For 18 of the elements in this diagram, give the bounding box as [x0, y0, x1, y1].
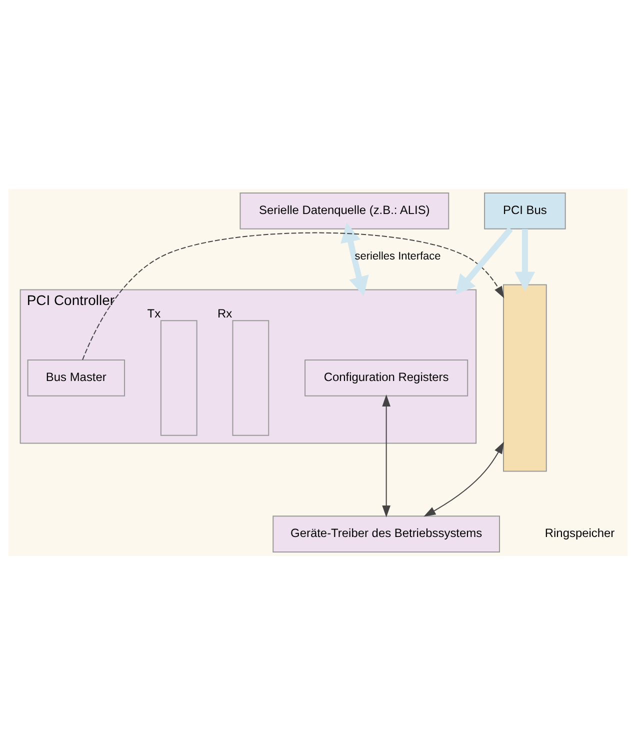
- arrow: [514, 228, 536, 291]
- node-box: PCI Bus: [484, 192, 566, 229]
- node-bar: [503, 284, 547, 472]
- node-box: [160, 320, 198, 436]
- arrow: [382, 394, 390, 517]
- node-box: Configuration Registers: [304, 359, 468, 396]
- arrow: [455, 226, 513, 294]
- arrow: [340, 222, 369, 296]
- node-label: Tx: [147, 306, 161, 320]
- node-box: Serielle Datenquelle (z.B.: ALIS): [240, 192, 450, 229]
- node-box: Bus Master: [27, 359, 126, 396]
- edge-label: serielles Interface: [354, 250, 441, 262]
- node-label: Rx: [217, 306, 232, 320]
- label: Ringspeicher: [544, 526, 615, 540]
- node-box: Geräte-Treiber des Betriebssystems: [272, 515, 500, 552]
- node-box: [232, 320, 270, 436]
- arrow: [424, 441, 504, 516]
- arrow: [82, 232, 504, 360]
